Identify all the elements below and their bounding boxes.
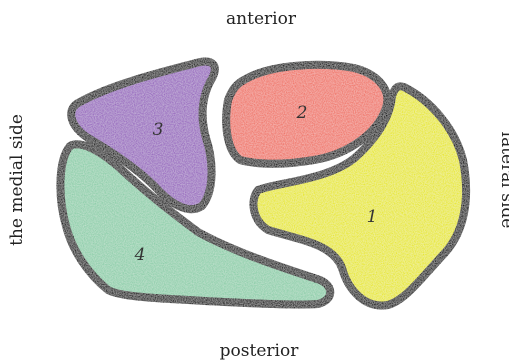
region-3-number: 3: [153, 120, 164, 140]
posterior-label: posterior: [220, 341, 300, 361]
region-1-number: 1: [367, 207, 378, 227]
anterior-label: anterior: [226, 9, 297, 29]
lateral-side-label: lateral side: [497, 132, 509, 229]
region-4-number: 4: [134, 245, 146, 265]
region-2-number: 2: [296, 103, 308, 123]
medial-side-label: the medial side: [7, 114, 27, 246]
